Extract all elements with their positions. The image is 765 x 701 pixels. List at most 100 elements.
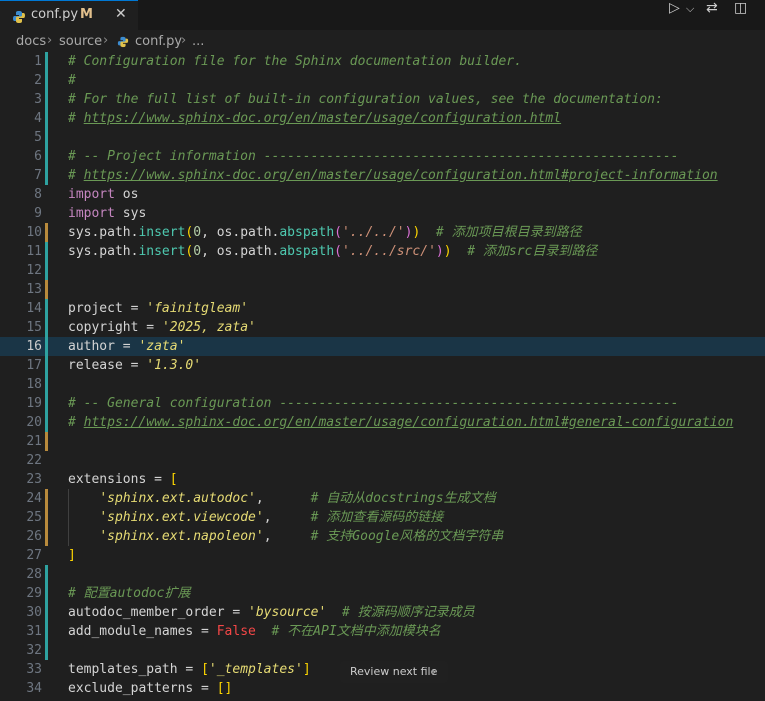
code-line[interactable]: 3# For the full list of built-in configu… [0,90,765,109]
line-number: 29 [26,586,42,601]
gutter-added-marker[interactable] [45,622,48,641]
code-line[interactable]: 25 'sphinx.ext.viewcode', # 添加查看源码的链接 [0,508,765,527]
code-line[interactable]: 5 [0,128,765,147]
code-token: # Configuration file for the Sphinx docu… [68,54,522,69]
code-line[interactable]: 29# 配置autodoc扩展 [0,584,765,603]
gutter-added-marker[interactable] [45,242,48,261]
code-line[interactable]: 19# -- General configuration -----------… [0,394,765,413]
code-line[interactable]: 22 [0,451,765,470]
gutter-modified-marker[interactable] [45,508,48,527]
gutter-added-marker[interactable] [45,128,48,147]
gutter-added-marker[interactable] [45,318,48,337]
code-line[interactable]: 24 'sphinx.ext.autodoc', # 自动从docstrings… [0,489,765,508]
gutter-modified-marker[interactable] [45,432,48,451]
code-line[interactable]: 20# https://www.sphinx-doc.org/en/master… [0,413,765,432]
gutter-modified-marker[interactable] [45,223,48,242]
code-token: 0 [193,244,202,259]
tab-conf-py[interactable]: conf.py M ✕ [0,0,138,30]
code-token: # [68,111,84,126]
gutter-added-marker[interactable] [45,261,48,280]
code-token: import [68,206,115,221]
chevron-right-icon: › [47,33,53,48]
code-line[interactable]: 7# https://www.sphinx-doc.org/en/master/… [0,166,765,185]
code-token: # 不在API文档中添加模块名 [255,624,441,639]
gutter-added-marker[interactable] [45,299,48,318]
gutter-added-marker[interactable] [45,337,48,356]
gutter-added-marker[interactable] [45,565,48,584]
code-editor[interactable]: 1# Configuration file for the Sphinx doc… [0,52,765,701]
gutter-added-marker[interactable] [45,109,48,128]
gutter-modified-marker[interactable] [45,489,48,508]
split-editor-icon[interactable]: ◫ [734,0,748,16]
gutter-added-marker[interactable] [45,375,48,394]
code-line[interactable]: 13 [0,280,765,299]
line-number: 14 [26,301,42,316]
code-text: exclude_patterns = [] [68,679,232,698]
code-line[interactable]: 12 [0,261,765,280]
code-token: 0 [193,225,202,240]
gutter-added-marker[interactable] [45,394,48,413]
code-token: # 支持Google风格的文档字符串 [271,529,504,544]
gutter-added-marker[interactable] [45,603,48,622]
line-number: 4 [34,111,42,126]
gutter-added-marker[interactable] [45,413,48,432]
code-line[interactable]: 2# [0,71,765,90]
code-text: 'sphinx.ext.napoleon', # 支持Google风格的文档字符… [68,527,503,546]
run-icon[interactable]: ▷ [669,0,680,16]
gutter-added-marker[interactable] [45,584,48,603]
review-next-file-button[interactable]: Review next file › [340,661,448,683]
code-line[interactable]: 18 [0,375,765,394]
breadcrumb-docs[interactable]: docs [16,34,47,49]
line-number: 32 [26,643,42,658]
code-token: 'zata' [138,339,186,354]
gutter-added-marker[interactable] [45,641,48,660]
code-line[interactable]: 21 [0,432,765,451]
gutter-added-marker[interactable] [45,356,48,375]
gutter-modified-marker[interactable] [45,280,48,299]
code-token: sys.path. [68,244,139,259]
gutter-added-marker[interactable] [45,166,48,185]
code-line[interactable]: 32 [0,641,765,660]
gutter-modified-marker[interactable] [45,527,48,546]
gutter-added-marker[interactable] [45,71,48,90]
breadcrumb-symbol[interactable]: ... [192,34,205,49]
code-token: 'sphinx.ext.napoleon' [99,529,264,544]
code-line[interactable]: 1# Configuration file for the Sphinx doc… [0,52,765,71]
code-token: https://www.sphinx-doc.org/en/master/usa… [83,168,718,183]
code-line[interactable]: 6# -- Project information --------------… [0,147,765,166]
close-icon[interactable]: ✕ [115,6,127,22]
code-token: ) [443,244,452,259]
chevron-down-icon[interactable]: ⌵ [686,2,695,15]
compare-changes-icon[interactable]: ⇄ [706,0,718,16]
code-line[interactable]: 26 'sphinx.ext.napoleon', # 支持Google风格的文… [0,527,765,546]
gutter-added-marker[interactable] [45,147,48,166]
code-token: templates_path [68,662,178,677]
code-line[interactable]: 4# https://www.sphinx-doc.org/en/master/… [0,109,765,128]
chevron-right-icon: › [103,33,109,48]
breadcrumb-file[interactable]: conf.py [135,34,183,49]
gutter-added-marker[interactable] [45,52,48,71]
breadcrumb-source[interactable]: source [59,34,103,49]
code-token: [ [169,472,178,487]
gutter-added-marker[interactable] [45,90,48,109]
code-line[interactable]: 27] [0,546,765,565]
code-line[interactable]: 28 [0,565,765,584]
code-token: '1.3.0' [146,358,202,373]
code-token: copyright [68,320,139,335]
code-text: # https://www.sphinx-doc.org/en/master/u… [68,166,718,185]
line-number: 15 [26,320,42,335]
code-token: import [68,187,115,202]
